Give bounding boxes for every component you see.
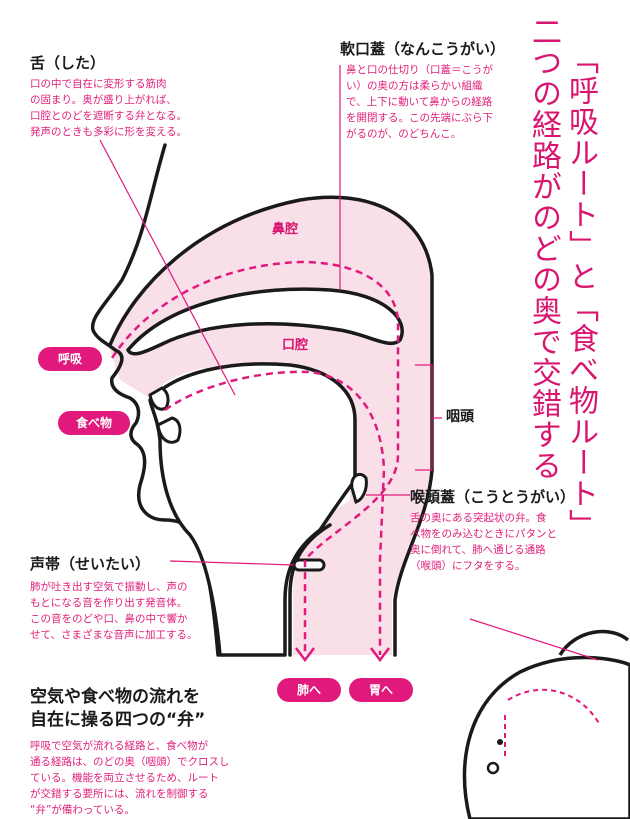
lower-teeth <box>156 416 182 444</box>
soft-palate-heading: 軟口蓋（なんこうがい） <box>340 40 506 58</box>
epiglottis-heading: 喉頭蓋（こうとうがい） <box>410 488 576 506</box>
vocal-cords-description: 肺が吐き出す空気で振動し、声の もとになる音を作り出す発音体。 この音をのどや口… <box>30 581 198 641</box>
stomach-arrow <box>370 647 390 663</box>
nasal-cavity-label: 鼻腔 <box>272 222 299 237</box>
trachea-wall <box>288 523 332 657</box>
breath-route-dashed <box>110 260 400 655</box>
tongue-description: 口の中で自在に変形する筋肉 の固まり。奥が盛り上がれば、 口腔とのどを遮断する弁… <box>30 78 188 138</box>
tongue-shape <box>148 362 357 657</box>
cartoon-face <box>462 618 630 819</box>
stomach-pill: 胃へ <box>349 678 413 702</box>
vocal-cords-heading: 声帯（せいたい） <box>30 555 151 573</box>
vocal-cords-leader-line <box>169 560 295 566</box>
epiglottis-shape <box>350 472 368 504</box>
pharynx-back-wall <box>393 468 434 657</box>
main-title-line-2: 二つの経路がのどの奥で交錯する <box>526 16 561 481</box>
tongue-heading: 舌（した） <box>30 54 106 72</box>
vocal-cord-shape <box>292 558 326 572</box>
epiglottis-description: 舌の奥にある突起状の弁。食 べ物をのみ込むときにパタンと 奥に倒れて、肺へ通じる… <box>410 512 557 572</box>
nasal-roof-outline <box>108 195 434 472</box>
four-valves-title: 空気や食べ物の流れを 自在に操る四つの“弁” <box>30 687 206 730</box>
tongue-leader-line <box>99 139 236 396</box>
lungs-arrow <box>295 647 315 663</box>
breath-pill: 呼吸 <box>38 347 102 371</box>
pharynx-label: 咽頭 <box>446 409 474 425</box>
four-valves-description: 呼吸で空気が流れる経路と、食べ物が 通る経路は、のどの奥（咽頭）でクロスし てい… <box>30 740 230 816</box>
palate <box>126 287 404 356</box>
food-pill: 食べ物 <box>58 411 130 435</box>
oral-cavity-label: 口腔 <box>282 338 309 353</box>
soft-palate-description: 鼻と口の仕切り（口蓋＝こうが い）の奥の方は柔らかい組織 で、上下に動いて鼻から… <box>346 64 493 140</box>
main-title-line-1: 「呼吸ルート」と「食べ物ルート」 <box>563 44 598 540</box>
lungs-pill: 肺へ <box>277 678 341 702</box>
pharynx-bracket <box>415 364 442 471</box>
